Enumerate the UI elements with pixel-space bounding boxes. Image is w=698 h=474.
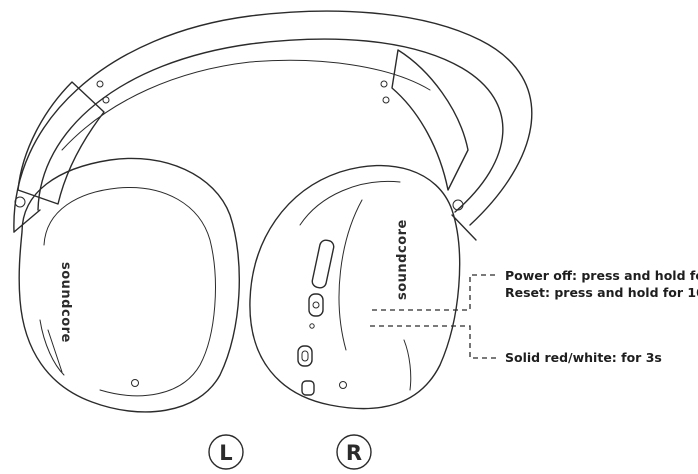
headband [13,10,533,241]
left-ear-cup: soundcore [18,157,240,413]
aux-port-icon [301,380,315,396]
power-button-icon [308,293,324,317]
callout-lines [370,274,498,359]
usb-c-port-icon [297,345,313,367]
right-microphone-hole-icon [339,381,347,389]
left-microphone-hole-icon [131,379,139,387]
right-ear-cup: soundcore [249,164,461,410]
reset-callout: Reset: press and hold for 10s [505,285,698,300]
left-brand-text: soundcore [58,262,73,343]
power-off-callout: Power off: press and hold for 3s [505,268,698,283]
right-side-label: R [346,441,362,465]
left-side-marker: L [208,434,244,470]
left-side-label: L [219,441,232,465]
right-brand-text: soundcore [395,219,410,300]
left-hinge [13,80,110,233]
led-indicator-icon [309,323,315,329]
volume-rocker [311,239,335,289]
led-callout: Solid red/white: for 3s [505,350,662,365]
right-side-marker: R [336,434,372,470]
right-hinge [380,49,477,241]
